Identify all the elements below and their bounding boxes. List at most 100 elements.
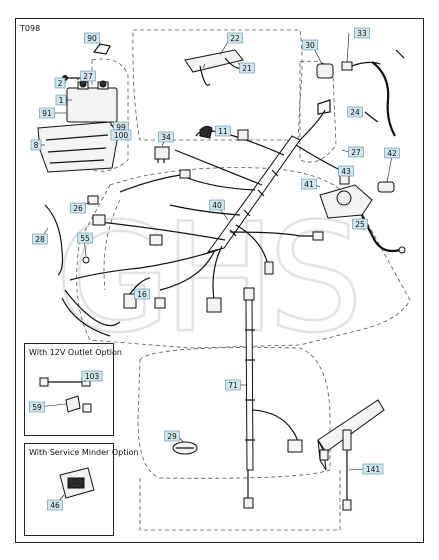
- outlet-inset: With 12V Outlet Option: [24, 343, 122, 436]
- part-number-callout[interactable]: 27: [348, 146, 364, 158]
- part-number-callout[interactable]: 33: [354, 27, 370, 39]
- callout-label: 25: [355, 220, 365, 229]
- fuse-42: [377, 181, 395, 193]
- part-number-callout[interactable]: 24: [347, 106, 363, 118]
- callout-box: [227, 32, 243, 44]
- callout-label: 41: [304, 180, 314, 189]
- callout-label: 16: [137, 290, 147, 299]
- part-number-callout[interactable]: 41: [301, 178, 317, 190]
- callout-box: [39, 107, 55, 119]
- callout-box: [362, 463, 384, 475]
- callout-label: 24: [350, 108, 360, 117]
- callout-box: [55, 94, 67, 106]
- callout-label: 40: [212, 201, 222, 210]
- callout-box: [225, 379, 241, 391]
- callout-box: [348, 146, 364, 158]
- seat-switch: [123, 277, 166, 309]
- callout-box: [110, 129, 132, 141]
- callout-label: 29: [167, 432, 177, 441]
- chassis-outline: [76, 29, 411, 531]
- callout-box: [347, 106, 363, 118]
- outlet-inset-title: With 12V Outlet Option: [29, 348, 122, 357]
- callout-box: [352, 218, 368, 230]
- callout-label: 11: [218, 127, 228, 136]
- callout-label: 55: [80, 234, 90, 243]
- callout-label: 22: [230, 34, 240, 43]
- part-number-callout[interactable]: 90: [84, 32, 100, 44]
- callout-label: 46: [50, 501, 60, 510]
- callout-label: 90: [87, 34, 97, 43]
- diagram-frame: [15, 18, 424, 543]
- callout-label: 27: [351, 148, 361, 157]
- callout-label: 21: [242, 64, 252, 73]
- battery-tray: [37, 121, 119, 173]
- callout-label: 26: [73, 204, 83, 213]
- callout-label: 28: [35, 235, 45, 244]
- starter-solenoid: [316, 61, 381, 115]
- part-number-callout[interactable]: 30: [302, 39, 318, 51]
- part-number-callout[interactable]: 1: [55, 94, 67, 106]
- part-number-callout[interactable]: 21: [239, 62, 255, 74]
- part-number-callout[interactable]: 100: [110, 129, 132, 141]
- part-number-callout[interactable]: 42: [384, 147, 400, 159]
- part-number-callout[interactable]: 40: [209, 199, 225, 211]
- part-number-callout[interactable]: 16: [134, 288, 150, 300]
- callout-box: [47, 499, 63, 511]
- part-number-callout[interactable]: 8: [30, 139, 42, 151]
- callout-box: [80, 70, 96, 82]
- part-number-callout[interactable]: 55: [77, 232, 93, 244]
- callout-box: [77, 232, 93, 244]
- callout-box: [338, 165, 354, 177]
- headlight-wires: [44, 195, 121, 337]
- callout-box: [30, 139, 42, 151]
- callout-label: 100: [114, 131, 129, 140]
- watermark-logo: GHS: [55, 192, 355, 366]
- part-number-callout[interactable]: 103: [81, 370, 103, 382]
- callout-label: 91: [42, 109, 52, 118]
- callout-box: [164, 430, 180, 442]
- part-number-callout[interactable]: 141: [362, 463, 384, 475]
- callout-box: [54, 77, 66, 89]
- callout-box: [215, 125, 231, 137]
- callout-box: [354, 27, 370, 39]
- part-number-callout[interactable]: 34: [158, 131, 174, 143]
- callout-label: 33: [357, 29, 367, 38]
- part-number-callout[interactable]: 11: [215, 125, 231, 137]
- part-number-callout[interactable]: 43: [338, 165, 354, 177]
- part-number-callout[interactable]: 28: [32, 233, 48, 245]
- callout-label: 42: [387, 149, 397, 158]
- callout-box: [158, 131, 174, 143]
- part-number-callout[interactable]: 71: [225, 379, 241, 391]
- callout-label: 1: [59, 96, 64, 105]
- part-number-callout[interactable]: 91: [39, 107, 55, 119]
- minder-inset: With Service Minder Option: [24, 443, 139, 536]
- callout-box: [384, 147, 400, 159]
- part-number-callout[interactable]: 29: [164, 430, 180, 442]
- main-wiring-harness: [69, 109, 341, 313]
- callout-label: 71: [228, 381, 238, 390]
- callout-label: 59: [32, 403, 42, 412]
- callout-label: 27: [83, 72, 93, 81]
- callout-box: [209, 199, 225, 211]
- part-number-callout[interactable]: 22: [227, 32, 243, 44]
- callout-label: 103: [85, 372, 100, 381]
- callout-label: 2: [58, 79, 63, 88]
- part-number-callout[interactable]: 25: [352, 218, 368, 230]
- part-number-callout[interactable]: 27: [80, 70, 96, 82]
- ignition-module: [184, 49, 244, 86]
- part-number-callout[interactable]: 26: [70, 202, 86, 214]
- mounting-bracket: [317, 399, 385, 511]
- callout-box: [32, 233, 48, 245]
- relay: [154, 146, 170, 163]
- part-number-callout[interactable]: 46: [47, 499, 63, 511]
- battery: [66, 80, 118, 123]
- callout-label: 34: [161, 133, 171, 142]
- callout-box: [239, 62, 255, 74]
- part-number-callout[interactable]: 2: [54, 77, 66, 89]
- callout-label: 99: [116, 123, 126, 132]
- part-number-callout[interactable]: 59: [29, 401, 45, 413]
- rear-harness: [243, 287, 303, 509]
